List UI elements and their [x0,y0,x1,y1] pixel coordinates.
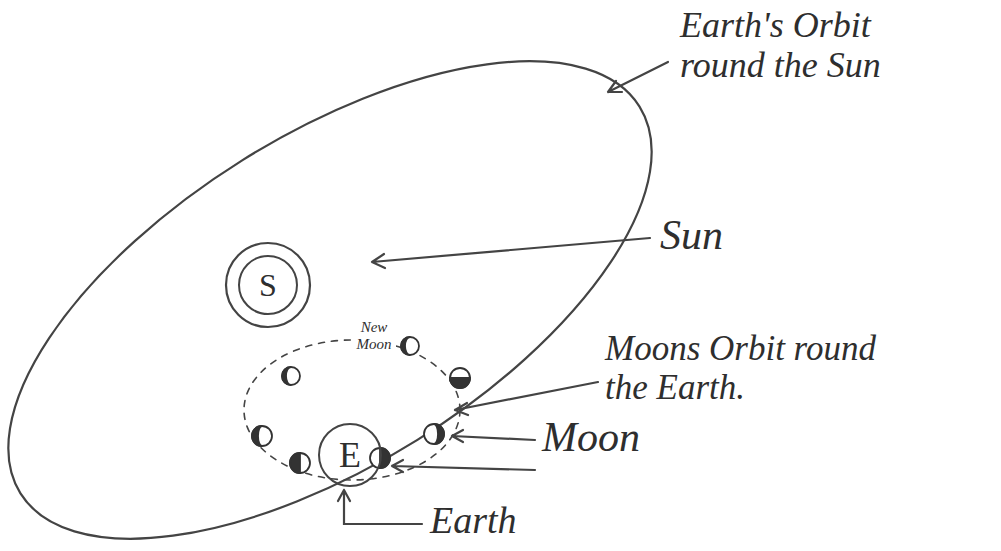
leader-line [455,382,598,415]
moon-orbit-label: Moons Orbit round the Earth. [605,330,897,407]
moon-orbit [244,340,460,480]
leader-line [372,238,650,268]
earth-orbit [0,0,727,551]
earth-circle: E [318,423,382,487]
leader-line [338,490,422,524]
node-text: S [259,269,277,301]
leader-line [452,430,535,442]
sun-halo [226,243,310,327]
leader-line [608,62,668,92]
earth-label: Earth [430,500,630,542]
phase-label: New Moon [352,318,396,353]
orbit-label: Earth's Orbit round the Sun [680,6,955,85]
moon-label: Moon [542,414,742,460]
sun-circle: S [238,255,298,315]
node-text: E [339,437,361,473]
leader-line [392,460,535,472]
moon-phases [252,337,470,473]
sun-label: Sun [660,212,860,258]
